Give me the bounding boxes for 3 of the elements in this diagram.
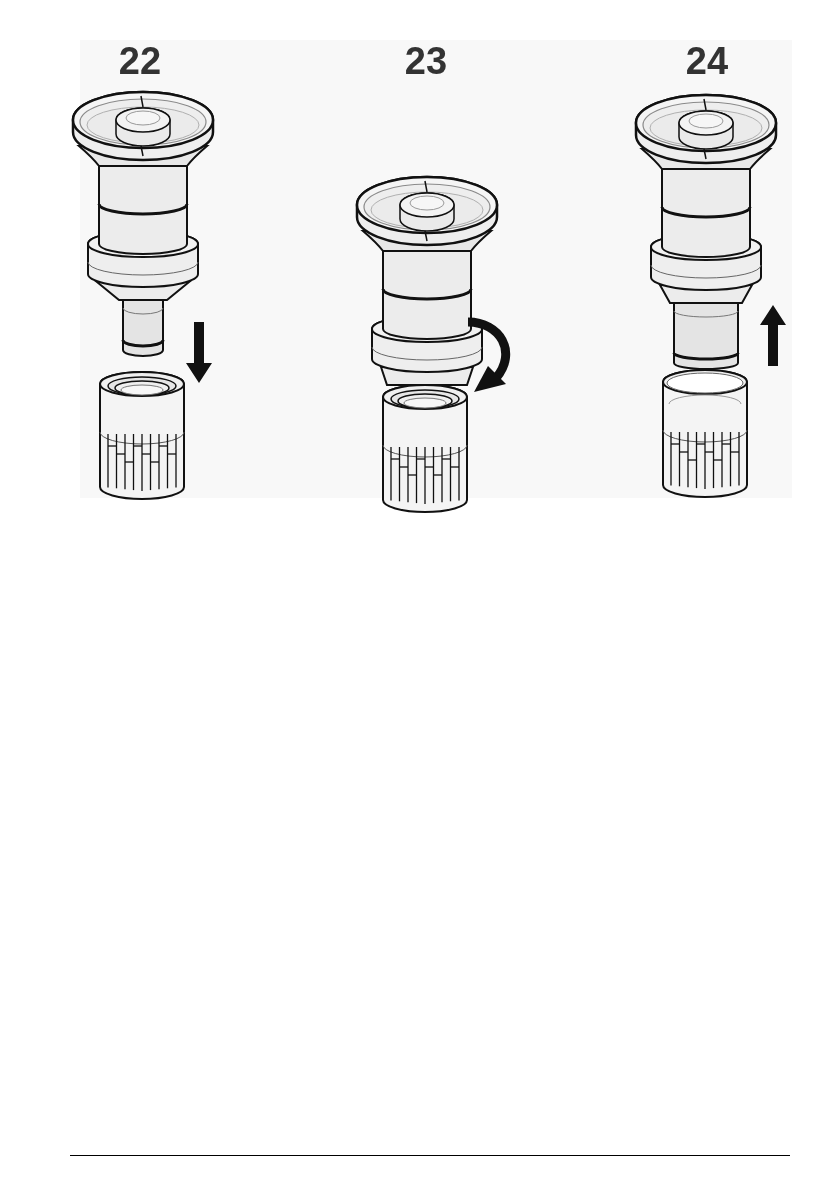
- step-number: 24: [685, 42, 729, 80]
- step-number: 22: [118, 42, 162, 80]
- step-number: 23: [404, 42, 448, 80]
